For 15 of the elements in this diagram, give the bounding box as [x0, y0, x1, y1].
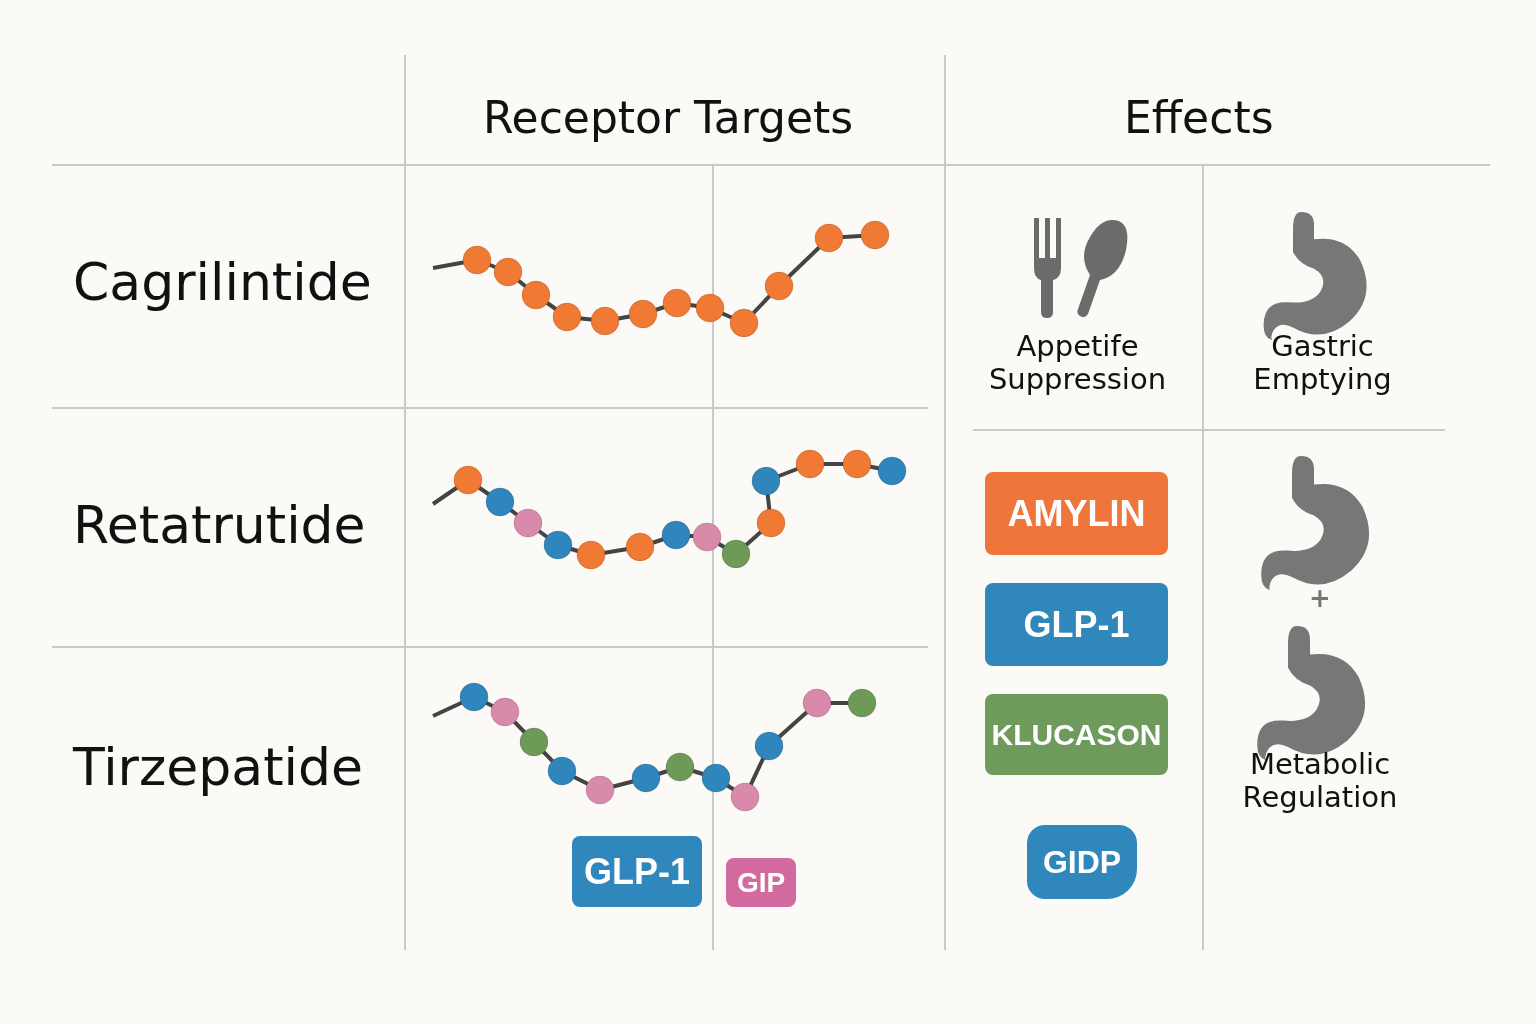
row-heading: Retatrutide [73, 495, 366, 555]
receptor-badge: GLP-1 [985, 583, 1168, 666]
effect-label: Appetife Suppression [987, 330, 1168, 397]
receptor-badge: KLUCASON [985, 694, 1168, 775]
receptor-badge: GIP [726, 858, 796, 907]
row-heading: Tirzepatide [73, 737, 363, 797]
column-heading: Receptor Targets [483, 92, 854, 143]
receptor-badge: GIDP [1027, 825, 1137, 899]
effect-label: Gastric Emptying [1252, 330, 1393, 397]
receptor-badge: AMYLIN [985, 472, 1168, 555]
effect-label: Metabolic Regulation [1241, 748, 1399, 815]
column-heading: Effects [1124, 92, 1274, 143]
plus-sign: + [1308, 584, 1332, 614]
row-heading: Cagrilintide [73, 252, 372, 312]
receptor-badge: GLP-1 [572, 836, 702, 907]
